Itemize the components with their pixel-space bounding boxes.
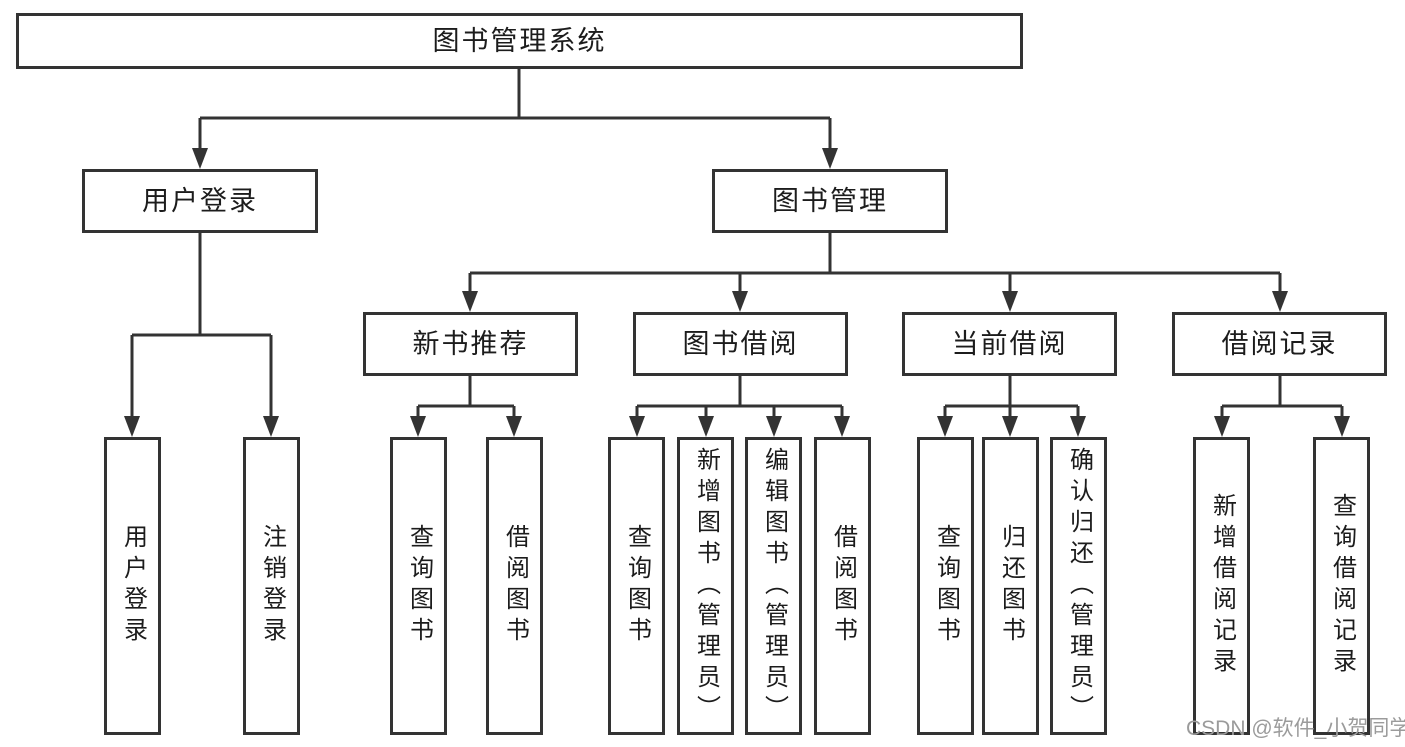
node-borrow-records: 借阅记录 bbox=[1172, 312, 1387, 376]
leaf-add-borrow-record: 新增借阅记录 bbox=[1193, 437, 1250, 735]
leaf-query-borrow-record: 查询借阅记录 bbox=[1313, 437, 1370, 735]
csdn-watermark: CSDN @软件_小贺同学 bbox=[1186, 717, 1405, 740]
leaf-borrow-books: 借阅图书 bbox=[814, 437, 871, 735]
node-book-borrow: 图书借阅 bbox=[633, 312, 848, 376]
node-library-management-system: 图书管理系统 bbox=[16, 13, 1023, 69]
leaf-return-books: 归还图书 bbox=[982, 437, 1039, 735]
connector-root-to-level2 bbox=[192, 69, 838, 169]
connector-book-management-to-level3 bbox=[462, 233, 1288, 312]
connector-borrow-records-to-children bbox=[1214, 376, 1350, 437]
connector-new-book-recommend-to-children bbox=[410, 376, 522, 437]
leaf-borrow-books-recommend: 借阅图书 bbox=[486, 437, 543, 735]
leaf-add-books-admin: 新增图书（管理员） bbox=[677, 437, 734, 735]
leaf-query-books-recommend: 查询图书 bbox=[390, 437, 447, 735]
leaf-query-books-borrow: 查询图书 bbox=[608, 437, 665, 735]
leaf-user-login-action: 用户登录 bbox=[104, 437, 161, 735]
leaf-confirm-return-admin: 确认归还（管理员） bbox=[1050, 437, 1107, 735]
connector-book-borrow-to-children bbox=[629, 376, 850, 437]
leaf-query-books-current: 查询图书 bbox=[917, 437, 974, 735]
leaf-edit-books-admin: 编辑图书（管理员） bbox=[745, 437, 802, 735]
node-book-management: 图书管理 bbox=[712, 169, 948, 233]
node-new-book-recommend: 新书推荐 bbox=[363, 312, 578, 376]
node-user-login: 用户登录 bbox=[82, 169, 318, 233]
node-current-borrow: 当前借阅 bbox=[902, 312, 1117, 376]
leaf-logout: 注销登录 bbox=[243, 437, 300, 735]
connector-user-login-to-children bbox=[124, 233, 279, 437]
connector-current-borrow-to-children bbox=[937, 376, 1086, 437]
